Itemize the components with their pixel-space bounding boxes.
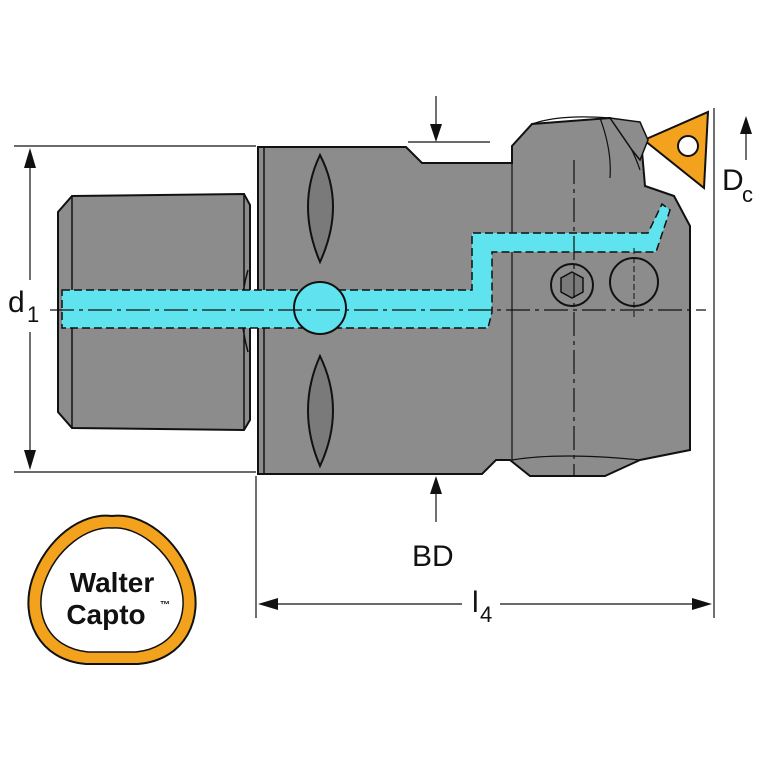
insert-clamp	[608, 117, 649, 162]
d1-label: d	[8, 286, 25, 319]
bd-arrow	[430, 476, 442, 494]
clamp-slot-upper	[307, 152, 334, 265]
walter-capto-logo: Walter Capto ™	[27, 514, 197, 665]
dc-label: D	[722, 164, 744, 197]
d1-label-sub: 1	[27, 302, 39, 327]
head-lower-contour	[511, 455, 641, 461]
logo-line2: Capto	[66, 599, 145, 630]
dc-arrow	[430, 124, 442, 142]
dc-label-sub: c	[742, 182, 753, 207]
coolant-channel	[61, 202, 671, 329]
logo-inner-field	[40, 527, 184, 653]
l4-arrow-left	[258, 598, 278, 610]
clamp-slot-lower	[307, 353, 334, 469]
d1-arrow-bottom	[24, 450, 36, 470]
d1-arrow-top	[24, 148, 36, 168]
l4-label-sub: 4	[480, 602, 492, 627]
hex-socket-icon	[560, 271, 584, 299]
l4-arrow-right	[692, 598, 712, 610]
dc-right-arrow	[740, 116, 752, 134]
center-hole	[293, 281, 347, 335]
insert-hole	[677, 135, 699, 157]
bd-label: BD	[412, 540, 454, 573]
logo-trademark: ™	[160, 600, 170, 611]
l4-label: l	[472, 586, 479, 619]
cutting-insert-icon	[642, 110, 710, 190]
logo-line1: Walter	[70, 567, 155, 598]
